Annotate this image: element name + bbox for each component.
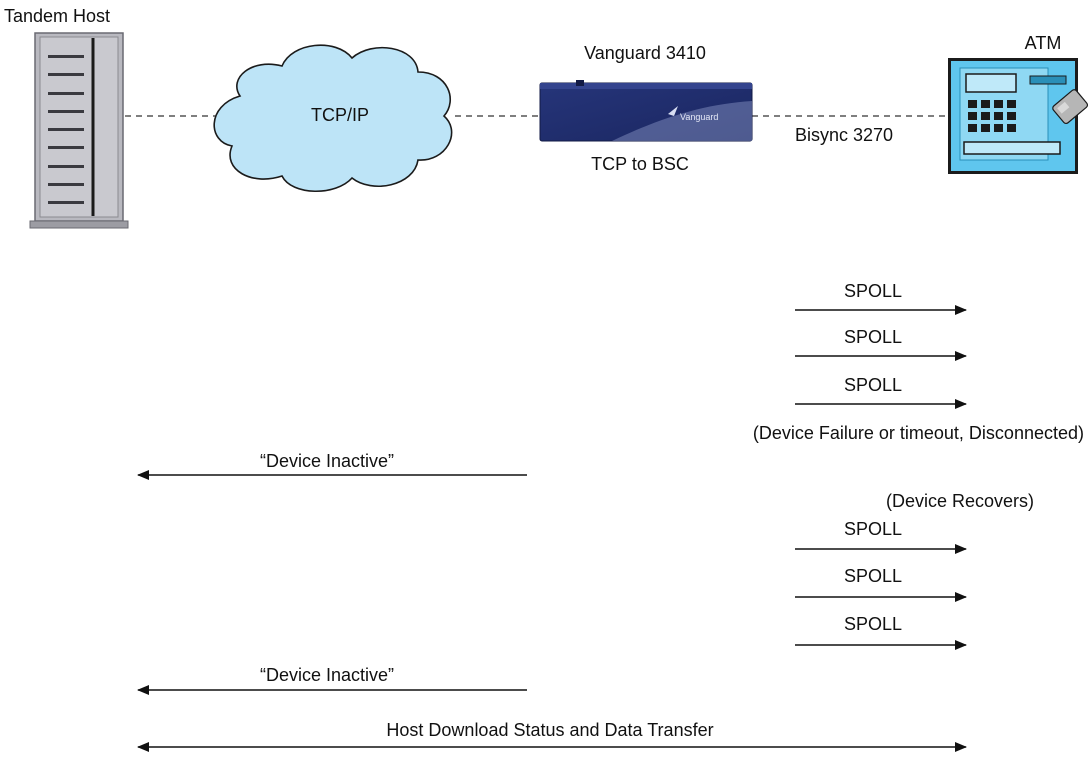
vanguard-label: Vanguard 3410 bbox=[584, 43, 706, 63]
spoll-label-3: SPOLL bbox=[843, 375, 903, 395]
tandem-host-label: Tandem Host bbox=[4, 6, 111, 26]
spoll-label-6: SPOLL bbox=[843, 614, 903, 634]
vanguard-3410-icon: Vanguard bbox=[539, 80, 753, 142]
atm-icon bbox=[948, 58, 1089, 174]
vanguard-brand: Vanguard bbox=[680, 112, 718, 122]
tandem-host-icon bbox=[29, 32, 129, 229]
data-transfer-label: Host Download Status and Data Transfer bbox=[386, 720, 714, 740]
spoll-label-1: SPOLL bbox=[843, 281, 903, 301]
tcpip-cloud-icon bbox=[213, 44, 453, 193]
device-inactive-label-1: “Device Inactive” bbox=[259, 451, 395, 471]
spoll-label-2: SPOLL bbox=[843, 327, 903, 347]
bisync-label: Bisync 3270 bbox=[794, 125, 894, 145]
spoll-label-5: SPOLL bbox=[843, 566, 903, 586]
device-recovers-note: (Device Recovers) bbox=[885, 491, 1034, 511]
device-failure-note: (Device Failure or timeout, Disconnected… bbox=[752, 423, 1084, 443]
tcpip-label: TCP/IP bbox=[310, 105, 370, 125]
atm-label: ATM bbox=[1024, 33, 1062, 53]
device-inactive-label-2: “Device Inactive” bbox=[259, 665, 395, 685]
vanguard-caption: TCP to BSC bbox=[591, 154, 689, 174]
spoll-label-4: SPOLL bbox=[843, 519, 903, 539]
